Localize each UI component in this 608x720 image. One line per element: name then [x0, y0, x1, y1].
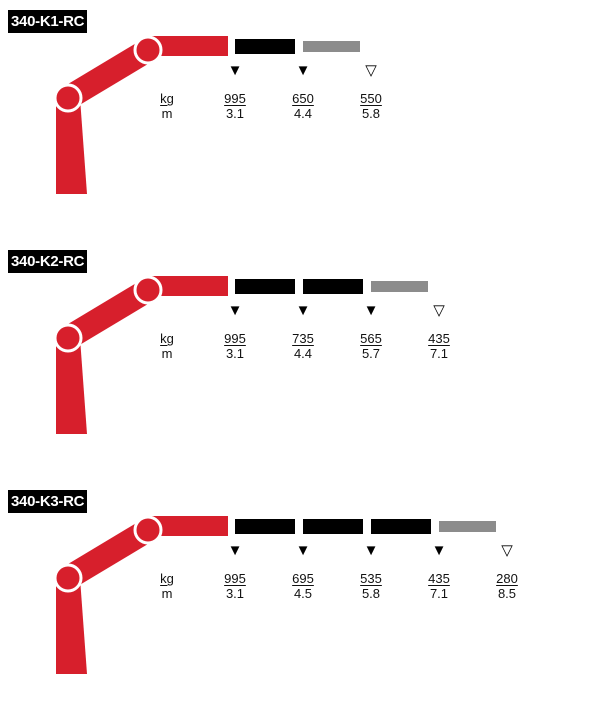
load-point-arrow-icon: ▼ [227, 542, 243, 559]
lower-joint [53, 563, 83, 593]
load-value: 995 [224, 91, 246, 106]
upper-joint [133, 35, 163, 65]
inner-boom [61, 519, 155, 589]
load-point-arrow-icon: ▼ [295, 62, 311, 79]
extension-tip [303, 41, 360, 52]
load-point-arrow-icon: ▼ [295, 542, 311, 559]
lower-joint [53, 83, 83, 113]
reach-unit: m [161, 586, 173, 601]
reach-value: 5.8 [361, 586, 381, 601]
crane-column [56, 578, 87, 674]
model-title: 340-K1-RC [8, 10, 88, 33]
load-point-arrow-icon: ▼ [363, 542, 379, 559]
load-value: 695 [292, 571, 314, 586]
load-unit: kg [160, 91, 174, 106]
reach-value: 5.8 [361, 106, 381, 121]
reach-value: 5.7 [361, 346, 381, 361]
reach-unit: m [161, 106, 173, 121]
load-value: 435 [428, 331, 450, 346]
extension-segment [303, 519, 363, 534]
crane-column [56, 338, 87, 434]
load-value: 435 [428, 571, 450, 586]
load-value: 995 [224, 331, 246, 346]
outer-boom [148, 36, 228, 56]
max-reach-arrow-icon: ▽ [433, 302, 445, 319]
inner-boom [61, 279, 155, 349]
load-value: 735 [292, 331, 314, 346]
extension-tip [371, 281, 428, 292]
extension-segment [303, 279, 363, 294]
crane-illustration [53, 275, 428, 434]
reach-value: 7.1 [429, 586, 449, 601]
extension-segment [235, 39, 295, 54]
reach-value: 3.1 [225, 106, 245, 121]
upper-joint [133, 515, 163, 545]
crane-illustration [53, 515, 496, 674]
reach-value: 4.5 [293, 586, 313, 601]
model-title: 340-K3-RC [8, 490, 88, 513]
load-value: 650 [292, 91, 314, 106]
upper-joint [133, 275, 163, 305]
load-point-arrow-icon: ▼ [227, 62, 243, 79]
reach-value: 4.4 [293, 346, 313, 361]
lower-joint [53, 323, 83, 353]
reach-value: 3.1 [225, 346, 245, 361]
extension-segment [235, 279, 295, 294]
reach-unit: m [161, 346, 173, 361]
load-value: 995 [224, 571, 246, 586]
crane-column [56, 98, 87, 194]
load-value: 565 [360, 331, 382, 346]
max-reach-arrow-icon: ▽ [501, 542, 513, 559]
reach-value: 4.4 [293, 106, 313, 121]
load-point-arrow-icon: ▼ [295, 302, 311, 319]
crane-illustration [53, 35, 360, 194]
load-unit: kg [160, 571, 174, 586]
extension-segment [371, 519, 431, 534]
reach-value: 3.1 [225, 586, 245, 601]
load-value: 280 [496, 571, 518, 586]
outer-boom [148, 516, 228, 536]
reach-value: 8.5 [497, 586, 517, 601]
load-point-arrow-icon: ▼ [431, 542, 447, 559]
load-value: 535 [360, 571, 382, 586]
load-unit: kg [160, 331, 174, 346]
extension-segment [235, 519, 295, 534]
model-title: 340-K2-RC [8, 250, 88, 273]
extension-tip [439, 521, 496, 532]
outer-boom [148, 276, 228, 296]
max-reach-arrow-icon: ▽ [365, 62, 377, 79]
load-point-arrow-icon: ▼ [227, 302, 243, 319]
inner-boom [61, 39, 155, 109]
load-value: 550 [360, 91, 382, 106]
load-point-arrow-icon: ▼ [363, 302, 379, 319]
reach-value: 7.1 [429, 346, 449, 361]
